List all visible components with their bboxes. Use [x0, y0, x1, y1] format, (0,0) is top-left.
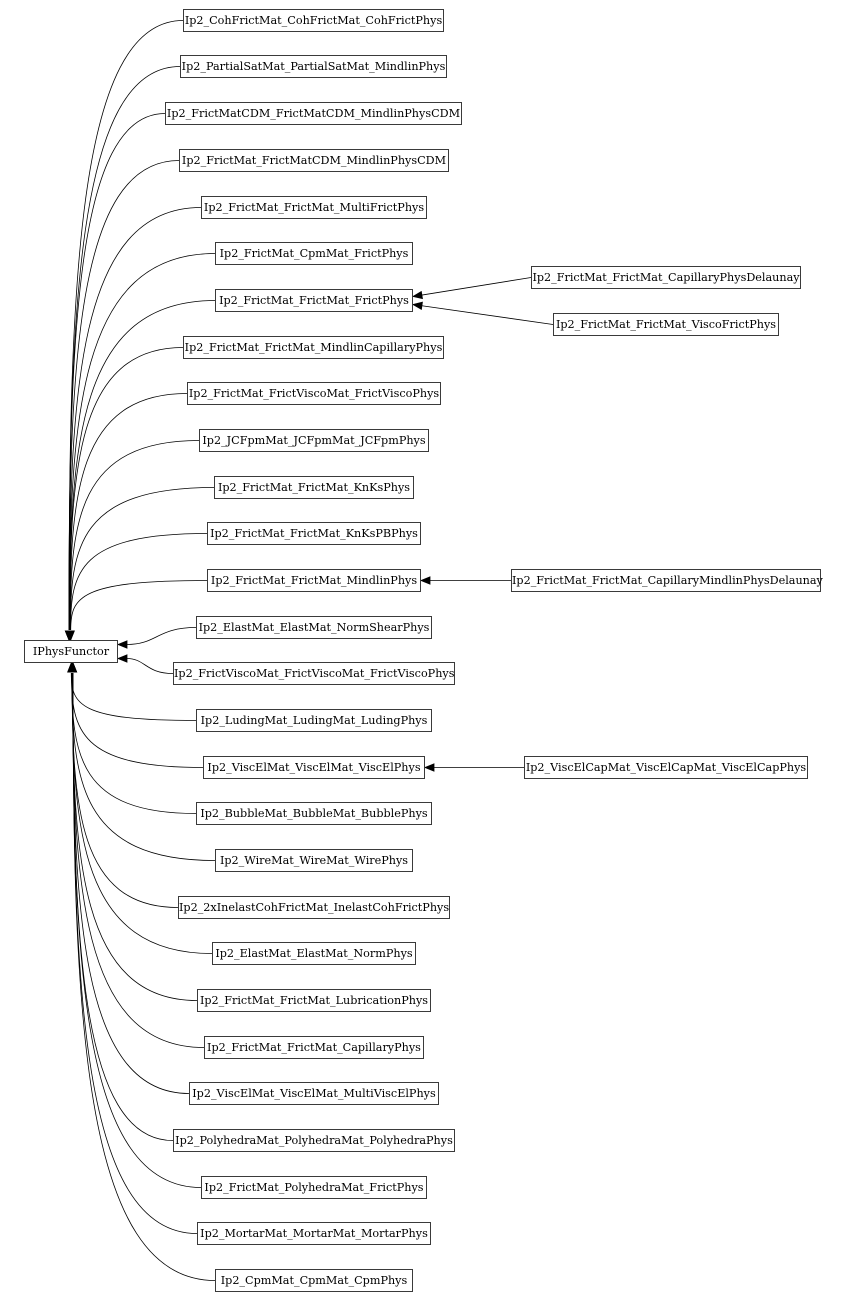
node-ip2-frictmatcdm-frictmatcdm-mindlinphyscdm[interactable]: Ip2_FrictMatCDM_FrictMatCDM_MindlinPhysC…	[165, 102, 462, 125]
edge-cpmfrict-to-iphysfunctor	[69, 253, 216, 631]
node-ip2-frictmat-frictmat-knkspbphys[interactable]: Ip2_FrictMat_FrictMat_KnKsPBPhys	[207, 522, 421, 545]
edge-viscofrict-to-frictphys	[421, 305, 554, 325]
node-ip2-partialsatmat-partialsatmat-mindlinphys[interactable]: Ip2_PartialSatMat_PartialSatMat_MindlinP…	[180, 55, 447, 78]
edge-wire-to-iphysfunctor	[71, 672, 216, 861]
node-ip2-frictmat-cpmmat-frictphys[interactable]: Ip2_FrictMat_CpmMat_FrictPhys	[215, 242, 413, 265]
edge-capmindlindelaunay-to-mindlin-arrowhead	[419, 576, 431, 585]
node-ip2-mortarmat-mortarmat-mortarphys[interactable]: Ip2_MortarMat_MortarMat_MortarPhys	[197, 1222, 431, 1245]
node-ip2-viscelmat-viscelmat-multiviscelphys[interactable]: Ip2_ViscElMat_ViscElMat_MultiViscElPhys	[189, 1082, 439, 1105]
edge-frictvisco1-to-iphysfunctor	[69, 393, 188, 631]
edge-multifrict-to-iphysfunctor	[68, 207, 202, 631]
node-ip2-frictmat-frictmat-viscofrictphys[interactable]: Ip2_FrictMat_FrictMat_ViscoFrictPhys	[553, 313, 779, 336]
edge-knkspb-to-iphysfunctor	[70, 533, 208, 631]
edge-mindlin-to-iphysfunctor-arrowhead	[66, 630, 75, 642]
edge-mindlincap-to-iphysfunctor	[69, 347, 184, 631]
node-ip2-frictmat-frictmat-capillaryphys[interactable]: Ip2_FrictMat_FrictMat_CapillaryPhys	[204, 1036, 424, 1059]
node-ip2-cpmmat-cpmmat-cpmphys[interactable]: Ip2_CpmMat_CpmMat_CpmPhys	[215, 1269, 413, 1292]
edge-viscofrict-to-frictphys-arrowhead	[411, 301, 423, 310]
node-ip2-frictmat-frictviscomat-frictviscophys[interactable]: Ip2_FrictMat_FrictViscoMat_FrictViscoPhy…	[187, 382, 441, 405]
node-ip2-viscelmat-viscelmat-viscelphys[interactable]: Ip2_ViscElMat_ViscElMat_ViscElPhys	[203, 756, 425, 779]
node-ip2-frictmat-frictmat-lubricationphys[interactable]: Ip2_FrictMat_FrictMat_LubricationPhys	[197, 989, 431, 1012]
edge-lubrication-to-iphysfunctor	[71, 672, 198, 1001]
node-ip2-frictmat-frictmat-capillaryphysdelaunay[interactable]: Ip2_FrictMat_FrictMat_CapillaryPhysDelau…	[531, 266, 801, 289]
edge-cpm-to-iphysfunctor	[72, 672, 216, 1281]
edge-viscelcap-to-viscel-arrowhead	[423, 763, 435, 772]
edge-normshear-to-iphysfunctor	[126, 627, 197, 645]
edge-capillary-to-iphysfunctor	[72, 672, 205, 1048]
node-ip2-elastmat-elastmat-normphys[interactable]: Ip2_ElastMat_ElastMat_NormPhys	[212, 942, 416, 965]
node-ip2-bubblemat-bubblemat-bubblephys[interactable]: Ip2_BubbleMat_BubbleMat_BubblePhys	[196, 802, 432, 825]
edge-partialsat-to-iphysfunctor	[68, 66, 181, 631]
node-ip2-frictmat-frictmatcdm-mindlinphyscdm[interactable]: Ip2_FrictMat_FrictMatCDM_MindlinPhysCDM	[179, 149, 449, 172]
node-ip2-polyhedramat-polyhedramat-polyhedraphys[interactable]: Ip2_PolyhedraMat_PolyhedraMat_PolyhedraP…	[173, 1129, 455, 1152]
edge-polyfrict-to-iphysfunctor	[72, 672, 202, 1188]
edge-mindlin-to-iphysfunctor	[70, 580, 208, 631]
node-ip2-frictmat-frictmat-multifrictphys[interactable]: Ip2_FrictMat_FrictMat_MultiFrictPhys	[201, 196, 427, 219]
edge-frictvisco2-to-iphysfunctor	[126, 658, 174, 674]
node-ip2-elastmat-elastmat-normshearphys[interactable]: Ip2_ElastMat_ElastMat_NormShearPhys	[196, 616, 432, 639]
node-ip2-wiremat-wiremat-wirephys[interactable]: Ip2_WireMat_WireMat_WirePhys	[215, 849, 413, 872]
node-ip2-frictviscomat-frictviscomat-frictviscophys[interactable]: Ip2_FrictViscoMat_FrictViscoMat_FrictVis…	[173, 662, 455, 685]
node-ip2-2xinelastcohfrictmat-inelastcohfrictphys[interactable]: Ip2_2xInelastCohFrictMat_InelastCohFrict…	[178, 896, 450, 919]
edge-capdelaunay-to-frictphys	[421, 277, 532, 296]
edge-capdelaunay-to-frictphys-arrowhead	[411, 290, 423, 300]
node-ip2-frictmat-polyhedramat-frictphys[interactable]: Ip2_FrictMat_PolyhedraMat_FrictPhys	[201, 1176, 427, 1199]
node-ip2-viscelcapmat-viscelcapmat-viscelcapphys[interactable]: Ip2_ViscElCapMat_ViscElCapMat_ViscElCapP…	[524, 756, 808, 779]
edge-jcfpm-to-iphysfunctor	[69, 440, 200, 631]
node-iphysfunctor[interactable]: IPhysFunctor	[24, 640, 118, 663]
node-ip2-frictmat-frictmat-frictphys[interactable]: Ip2_FrictMat_FrictMat_FrictPhys	[215, 289, 413, 312]
edge-frict-cdm-to-iphysfunctor	[68, 160, 180, 631]
edge-knks-to-iphysfunctor	[69, 487, 215, 631]
node-ip2-cohfrictmat-cohfrictmat-cohfrictphys[interactable]: Ip2_CohFrictMat_CohFrictMat_CohFrictPhys	[183, 9, 444, 32]
node-ip2-frictmat-frictmat-capillarymindlinphysdelaunay[interactable]: Ip2_FrictMat_FrictMat_CapillaryMindlinPh…	[511, 569, 823, 592]
edge-cpm-to-iphysfunctor-arrowhead	[68, 661, 78, 673]
node-ip2-frictmat-frictmat-knksphys[interactable]: Ip2_FrictMat_FrictMat_KnKsPhys	[214, 476, 414, 499]
edge-normshear-to-iphysfunctor-arrowhead	[116, 640, 128, 649]
node-ip2-ludingmat-ludingmat-ludingphys[interactable]: Ip2_LudingMat_LudingMat_LudingPhys	[196, 709, 432, 732]
edge-bubble-to-iphysfunctor	[71, 672, 197, 814]
node-ip2-jcfpmmat-jcfpmmat-jcfpmphys[interactable]: Ip2_JCFpmMat_JCFpmMat_JCFpmPhys	[199, 429, 429, 452]
node-ip2-frictmat-frictmat-mindlinphys[interactable]: Ip2_FrictMat_FrictMat_MindlinPhys	[207, 569, 421, 592]
node-ip2-frictmat-frictmat-mindlincapillaryphys[interactable]: Ip2_FrictMat_FrictMat_MindlinCapillaryPh…	[183, 336, 444, 359]
edge-frictvisco2-to-iphysfunctor-arrowhead	[116, 654, 128, 663]
edge-polyhedra-to-iphysfunctor	[72, 672, 174, 1141]
